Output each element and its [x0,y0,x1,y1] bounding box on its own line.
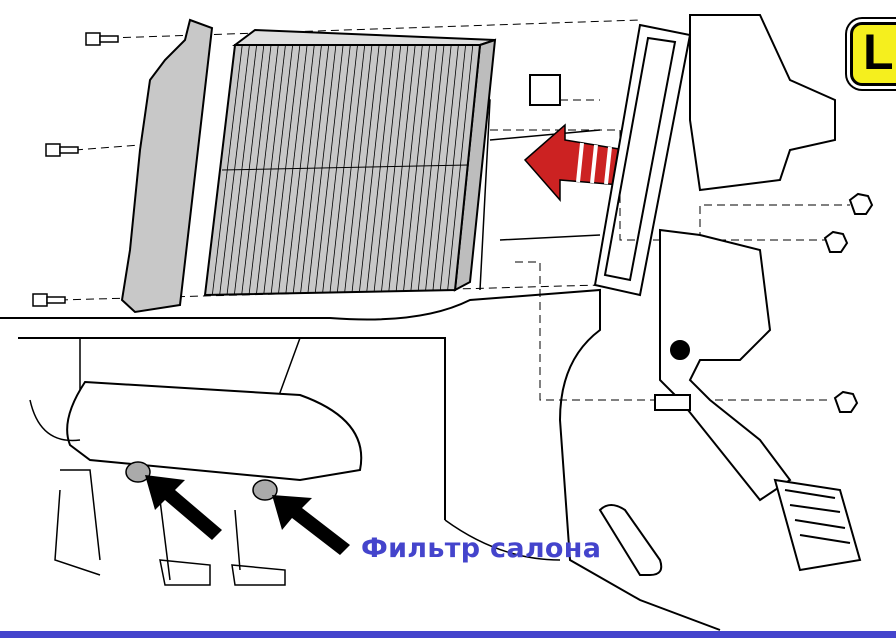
filter-pleat [388,44,416,292]
filter-pleat [270,44,301,294]
filter-pleat [432,44,459,291]
bolt-icon [32,32,119,307]
filter-pleat [447,44,474,291]
red-arrow-icon [523,123,626,202]
filter-pleat [344,44,373,293]
fastener-marker [125,461,151,483]
pointer-arrow-icon [145,475,350,555]
pedal-icon [598,228,862,576]
filter-pleat [381,44,409,292]
glovebox-panel [66,380,363,482]
filter-pleat [425,44,452,291]
filter-pleat [336,44,366,293]
filter-icon [203,28,497,297]
nut-icon [823,192,874,413]
filter-pleat [410,44,438,291]
filter-pleat [351,44,380,293]
cabin-filter-caption: Фильтр салона [361,533,602,564]
dashboard-outline [0,288,721,631]
section-badge: L [850,22,896,86]
filter-pleat [322,44,351,293]
fastener-marker [252,479,278,501]
filter-pleat [278,44,308,294]
bottom-divider [0,631,896,638]
badge-label: L [863,24,894,80]
filter-pleat [439,44,466,291]
filter-pleat [263,44,294,294]
mounting-bracket [529,14,836,192]
filter-pleat [403,44,430,292]
filter-pleat [417,44,445,291]
filter-pleat [373,44,402,292]
filter-bracket [120,18,214,314]
filter-pleat [300,44,330,294]
filter-pleat [395,44,423,292]
filter-pleat [329,44,358,293]
filter-frame [593,23,692,297]
filter-pleat [285,44,315,294]
filter-pleat [292,44,322,294]
filter-pleat [366,44,394,292]
filter-pleat [314,44,344,293]
filter-pleat [307,44,337,293]
filter-pleat [359,44,387,292]
